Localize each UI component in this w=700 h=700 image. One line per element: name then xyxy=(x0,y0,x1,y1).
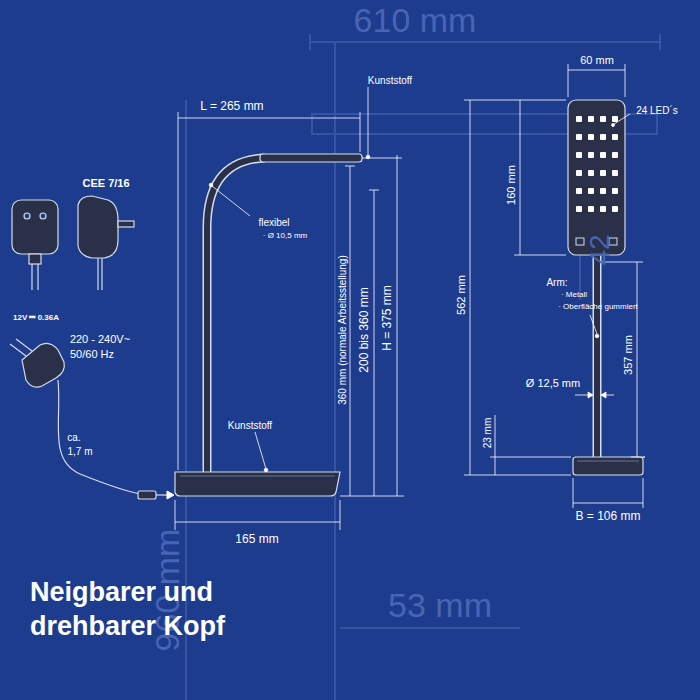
dimension-label: 357 mm xyxy=(622,335,634,375)
cable-length: 1,7 m xyxy=(67,446,92,457)
cable-label: ca. xyxy=(67,432,80,443)
dimension-label: L = 265 mm xyxy=(200,100,263,113)
led xyxy=(588,152,594,158)
ghost-lines xyxy=(186,34,660,700)
standard-label: CEE 7/16 xyxy=(82,177,129,189)
frequency-label: 50/60 Hz xyxy=(70,348,114,360)
led xyxy=(576,152,582,158)
part-label: 24 LED´s xyxy=(636,105,678,116)
led xyxy=(588,134,594,140)
power-adapters xyxy=(10,196,162,499)
led xyxy=(576,116,582,122)
led xyxy=(576,170,582,176)
part-label: · Metall xyxy=(561,291,587,300)
led xyxy=(612,152,618,158)
part-label: · Ø 10,5 mm xyxy=(263,232,307,241)
lamp-front-view xyxy=(568,100,643,475)
part-label: Arm: xyxy=(546,277,567,288)
watermark: 53 mm xyxy=(388,587,492,624)
part-label: flexibel xyxy=(258,217,289,228)
led xyxy=(600,152,606,158)
led xyxy=(600,134,606,140)
voltage-label: 220 - 240V~ xyxy=(70,333,130,345)
part-label: · Oberfläche gummiert xyxy=(558,303,638,312)
led xyxy=(600,116,606,122)
title: Neigbarer und drehbarer Kopf xyxy=(30,576,265,644)
dimension-lines-front xyxy=(464,64,645,508)
led xyxy=(588,188,594,194)
dimension-lines xyxy=(175,87,404,530)
lamp-side-view xyxy=(175,154,362,496)
dimension-label: 200 bis 360 mm xyxy=(358,287,371,372)
led xyxy=(600,170,606,176)
led xyxy=(600,188,606,194)
material-label: Kunststoff xyxy=(228,420,272,431)
watermark: 610 mm xyxy=(354,2,477,39)
dimension-label: Ø 12,5 mm xyxy=(526,377,580,389)
led xyxy=(612,206,618,212)
dimension-label: B = 106 mm xyxy=(575,510,640,523)
led xyxy=(576,134,582,140)
led xyxy=(600,206,606,212)
led xyxy=(576,188,582,194)
dimension-label: 60 mm xyxy=(580,54,614,66)
dimension-label: 360 mm (normale Arbeitsstellung) xyxy=(337,255,348,405)
dimension-label: 160 mm xyxy=(505,165,517,205)
material-label: Kunststoff xyxy=(368,75,412,86)
led xyxy=(588,206,594,212)
dimension-label: 562 mm xyxy=(455,275,467,315)
led xyxy=(612,116,618,122)
rating-label: 12V ⎓ 0.36A xyxy=(13,314,59,323)
led xyxy=(588,170,594,176)
led xyxy=(612,134,618,140)
dimension-label: 165 mm xyxy=(235,533,278,546)
dimension-label: H = 375 mm xyxy=(381,285,394,351)
plug-arrow xyxy=(162,491,174,499)
dimension-label: 23 mm xyxy=(482,418,493,449)
led xyxy=(588,116,594,122)
led xyxy=(576,206,582,212)
led xyxy=(612,188,618,194)
watermark: 42 xyxy=(585,234,616,265)
led xyxy=(612,170,618,176)
